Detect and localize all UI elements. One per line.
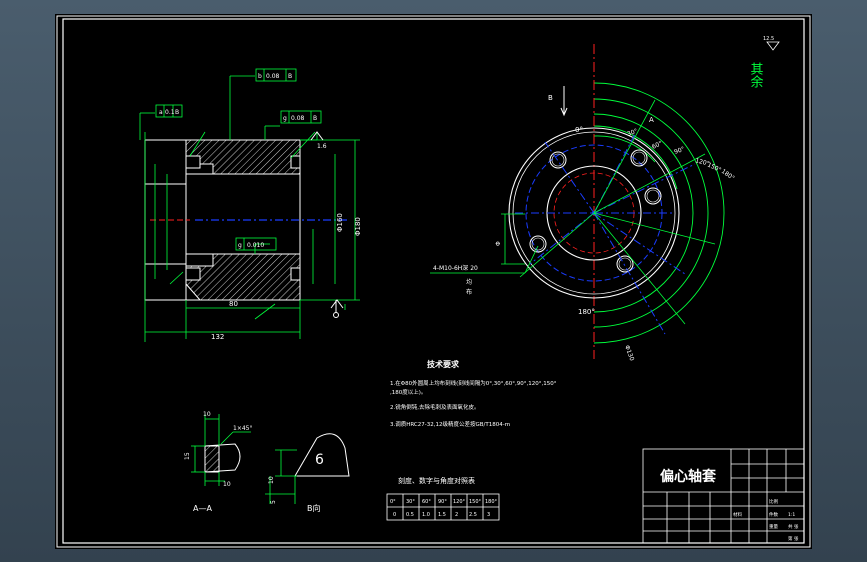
b-direction-arrow: B [548, 86, 568, 117]
svg-text:180°: 180° [485, 499, 498, 505]
svg-text:150°: 150° [469, 499, 482, 505]
svg-text:0.010: 0.010 [247, 242, 264, 249]
svg-text:10: 10 [223, 481, 231, 488]
section-aa-view: 10 15 1×45° 10 A—A [184, 411, 252, 513]
svg-text:A—A: A—A [193, 504, 212, 513]
section-dimensions [139, 75, 360, 342]
scale-table: 刻度、数字与角度对照表 0° 30° 60° 90° 120° 150° 180… [386, 476, 500, 521]
svg-text:1.在Φ80外圆周上均布刻线(刻线间隔为0°,30°,60°: 1.在Φ80外圆周上均布刻线(刻线间隔为0°,30°,60°,90°,120°,… [390, 379, 557, 387]
svg-text:B: B [548, 94, 553, 102]
dim-d160: Φ160 [336, 213, 344, 232]
svg-text:1.5: 1.5 [438, 512, 446, 518]
svg-text:180°: 180° [720, 168, 736, 182]
svg-text:15: 15 [184, 452, 191, 460]
tolerance-frame-3: g 0.08 B [280, 110, 322, 124]
svg-text:B: B [313, 115, 317, 122]
view-b: 6 10 5 B向 [265, 433, 350, 513]
svg-text:0.08: 0.08 [266, 73, 280, 80]
svg-text:30°: 30° [626, 128, 638, 138]
left-radius-dims [501, 213, 525, 265]
svg-text:重量: 重量 [769, 523, 778, 530]
outer-frame [56, 15, 811, 548]
svg-text:2.5: 2.5 [469, 512, 477, 518]
svg-text:120°: 120° [694, 157, 710, 168]
svg-text:B: B [288, 73, 292, 80]
svg-text:刻度、数字与角度对照表: 刻度、数字与角度对照表 [398, 476, 475, 485]
svg-text:B: B [175, 109, 179, 116]
svg-text:件数: 件数 [769, 511, 778, 518]
svg-text:3: 3 [487, 512, 490, 518]
svg-text:120°: 120° [453, 499, 466, 505]
svg-text:0.5: 0.5 [406, 512, 414, 518]
svg-text:布: 布 [466, 288, 472, 296]
roughness-note: 其余 12.5 [748, 36, 780, 88]
end-view [508, 44, 725, 359]
drawing-svg: a 0.1 B b 0.08 B g 0.08 B g 0.010 80 132… [56, 15, 811, 548]
svg-text:2.锐角倒钝,去除毛刺及表面氧化皮。: 2.锐角倒钝,去除毛刺及表面氧化皮。 [390, 403, 480, 411]
angle-180-label: 180° [578, 308, 595, 316]
svg-text:1.0: 1.0 [422, 512, 430, 518]
svg-text:比例: 比例 [769, 498, 778, 505]
svg-text:90°: 90° [438, 499, 447, 505]
angle-labels: 30° 60° 90° 120° 150° 180° [626, 128, 735, 182]
svg-text:0.08: 0.08 [291, 115, 305, 122]
svg-text:0: 0 [393, 512, 396, 518]
section-view [144, 139, 347, 301]
svg-text:0.1: 0.1 [165, 109, 175, 116]
svg-text:5: 5 [270, 500, 277, 504]
drawing-canvas[interactable]: a 0.1 B b 0.08 B g 0.08 B g 0.010 80 132… [55, 14, 812, 549]
title-block [642, 448, 805, 544]
dim-left-small: Φ [495, 241, 502, 246]
dim-side: 1.6 [317, 143, 327, 150]
svg-text:60°: 60° [422, 499, 431, 505]
angle-0-label: 0° [575, 126, 583, 134]
svg-text:4-M10-6H深 20: 4-M10-6H深 20 [433, 264, 478, 272]
svg-text:90°: 90° [673, 146, 685, 156]
svg-text:1:1: 1:1 [788, 512, 795, 518]
svg-text:其余: 其余 [748, 62, 764, 88]
svg-text:共 张: 共 张 [788, 523, 799, 530]
svg-text:60°: 60° [651, 140, 664, 151]
technical-requirements: 技术要求 1.在Φ80外圆周上均布刻线(刻线间隔为0°,30°,60°,90°,… [390, 359, 557, 428]
tolerance-frame-2: b 0.08 B [255, 68, 297, 82]
angle-arcs [593, 82, 725, 344]
svg-text:g: g [283, 115, 287, 122]
svg-text:第 张: 第 张 [788, 535, 799, 542]
svg-text:0°: 0° [390, 499, 396, 505]
svg-text:12.5: 12.5 [763, 36, 774, 42]
thread-callout: 4-M10-6H深 20 均 布 [430, 245, 539, 296]
svg-text:B向: B向 [307, 503, 321, 513]
svg-text:30°: 30° [406, 499, 415, 505]
svg-text:2: 2 [455, 512, 458, 518]
svg-text:10: 10 [203, 411, 211, 418]
drawing-title: 偏心轴套 [660, 468, 716, 485]
svg-text:6: 6 [315, 452, 324, 468]
svg-text:a: a [159, 109, 163, 116]
dim-132: 132 [211, 333, 224, 341]
svg-text:技术要求: 技术要求 [427, 359, 460, 369]
dim-80: 80 [229, 300, 238, 308]
svg-text:1×45°: 1×45° [233, 425, 252, 432]
svg-text:g: g [238, 242, 242, 249]
tolerance-frame-1: a 0.1 B [155, 104, 183, 118]
tolerance-frame-4: g 0.010 [235, 237, 277, 251]
svg-text:3.调质HRC27-32,12级精度公差按GB/T1804-: 3.调质HRC27-32,12级精度公差按GB/T1804-m [390, 420, 510, 428]
svg-text:,180度以上)。: ,180度以上)。 [390, 388, 426, 396]
title-block-cells: 比例 件数 重量 材料 1:1 共 张 第 张 [733, 498, 799, 542]
svg-text:10: 10 [268, 476, 275, 484]
a-letter: A [649, 116, 654, 124]
svg-text:均: 均 [466, 278, 472, 286]
inner-frame [62, 18, 805, 544]
dim-d180: Φ180 [354, 217, 362, 236]
dim-pcd: Φ130 [623, 344, 635, 362]
datum-marks [310, 131, 344, 318]
svg-text:b: b [258, 73, 262, 80]
svg-text:材料: 材料 [733, 511, 742, 518]
